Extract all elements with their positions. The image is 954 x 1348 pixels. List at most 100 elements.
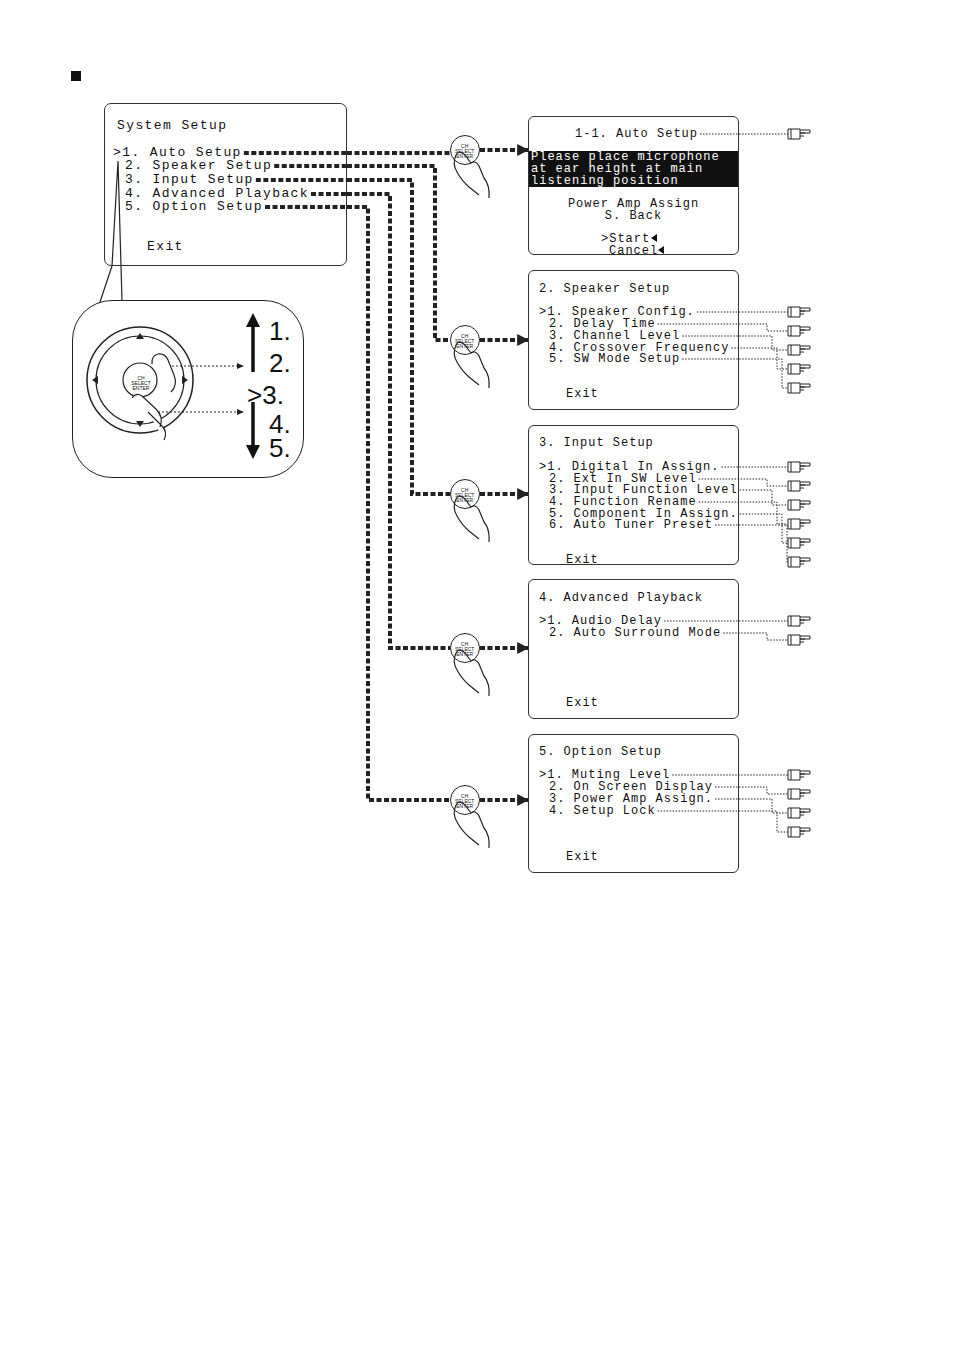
reference-leader [731,348,788,369]
flow-connector [347,166,450,340]
menu-leader [274,164,347,168]
press-leader [172,366,238,367]
scroll-arrow-up [251,325,255,372]
button-hand [454,342,489,388]
flow-connector [480,492,528,496]
menu-leader [256,178,347,182]
reference-leader [715,525,788,562]
menu-leader [311,192,347,196]
reference-icon [788,481,810,491]
screen-title: 1-1. Auto Setup [575,128,698,140]
menu-title: System Setup [117,119,227,133]
reference-icon [788,383,810,393]
step-number: >3. [247,383,284,407]
reference-icon [788,538,810,548]
screen-title: 3. Input Setup [539,437,654,449]
reference-leader [740,490,788,505]
screen-option: S. Back [529,210,738,222]
button-label: CH SELECT ENTER [453,794,477,809]
reference-icon [788,770,810,780]
screen-item: 6. Auto Tuner Preset [549,519,713,531]
reference-icon [788,616,810,626]
screen-item: >1. Audio Delay [539,615,662,627]
enter-button: CH SELECT ENTER [450,633,480,663]
callout-bubble: CH SELECT ENTER1.2.>3.4.5. [72,300,304,478]
reference-leader [672,775,788,776]
flow-connector [480,646,528,650]
reference-icon [788,307,810,317]
pad-hand [152,354,176,392]
menu-item: >1. Auto Setup [113,146,242,160]
pad-arrow-up [136,333,144,339]
menu-leader [265,205,347,209]
flow-connector [347,180,450,494]
reference-leader [658,811,788,832]
screen-title: 5. Option Setup [539,746,662,758]
step-number: 4. [269,412,291,436]
scroll-arrow-down [251,402,255,447]
reference-icon [788,557,810,567]
flow-connector [480,148,528,152]
reference-leader [715,787,788,794]
reference-icon [788,519,810,529]
reference-leader [721,467,788,468]
screen-title: 2. Speaker Setup [539,283,670,295]
flow-connector [347,207,450,800]
reference-leader [682,359,788,388]
instruction-band: Please place microphone at ear height at… [529,151,738,187]
pad-arrow-down [136,421,144,427]
screen-item: 3. Power Amp Assign. [549,793,713,805]
enter-button: CH SELECT ENTER [450,135,480,165]
flow-connector [100,266,122,302]
menu-item: 2. Speaker Setup [125,159,272,173]
selection-triangle [658,246,664,254]
enter-button: CH SELECT ENTER [450,325,480,355]
button-label: CH SELECT ENTER [453,642,477,657]
flow-connector [347,151,450,155]
button-hand [454,496,489,542]
pad-arrow-right [182,376,188,384]
reference-leader [682,336,788,350]
button-label: CH SELECT ENTER [453,334,477,349]
pad-outer-ring [87,327,193,433]
scroll-arrow-up-head [246,313,260,327]
button-hand [454,152,489,198]
reference-leader [658,324,788,331]
osd-screen: 2. Speaker Setup >1. Speaker Config.2. De… [528,270,739,410]
button-label: CH SELECT ENTER [453,488,477,503]
press-leader [158,412,238,413]
screen-item: 4. Function Rename [549,496,697,508]
screen-exit: Exit [566,851,599,863]
callout-tail [112,161,121,266]
selection-triangle [651,234,657,242]
reference-icon [788,500,810,510]
screen-item: 2. On Screen Display [549,781,713,793]
reference-leader [699,502,788,524]
flow-connector [480,798,528,802]
screen-option: >Start [601,233,650,245]
pad-inner-ring [96,336,184,424]
pad-center-button [123,363,157,397]
screen-exit: Exit [566,697,599,709]
menu-leader [244,151,347,155]
reference-icon [788,129,810,139]
menu-item: 3. Input Setup [125,173,254,187]
reference-leader [697,312,788,313]
reference-icon [788,789,810,799]
button-label: CH SELECT ENTER [453,144,477,159]
screen-item: 2. Auto Surround Mode [549,627,721,639]
screen-item: >1. Muting Level [539,769,670,781]
screen-item: >1. Speaker Config. [539,306,695,318]
screen-item: 2. Delay Time [549,318,656,330]
reference-leader [715,799,788,813]
button-label: CH SELECT ENTER [128,376,154,391]
menu-screen: System Setup >1. Auto Setup2. Speaker Set… [104,103,347,266]
pad-hand [132,394,166,440]
flow-connector [480,338,528,342]
screen-option: Power Amp Assign [529,198,738,210]
reference-leader [700,134,788,135]
osd-screen: 1-1. Auto SetupPlease place microphone a… [528,116,739,255]
flow-connector [347,194,450,648]
